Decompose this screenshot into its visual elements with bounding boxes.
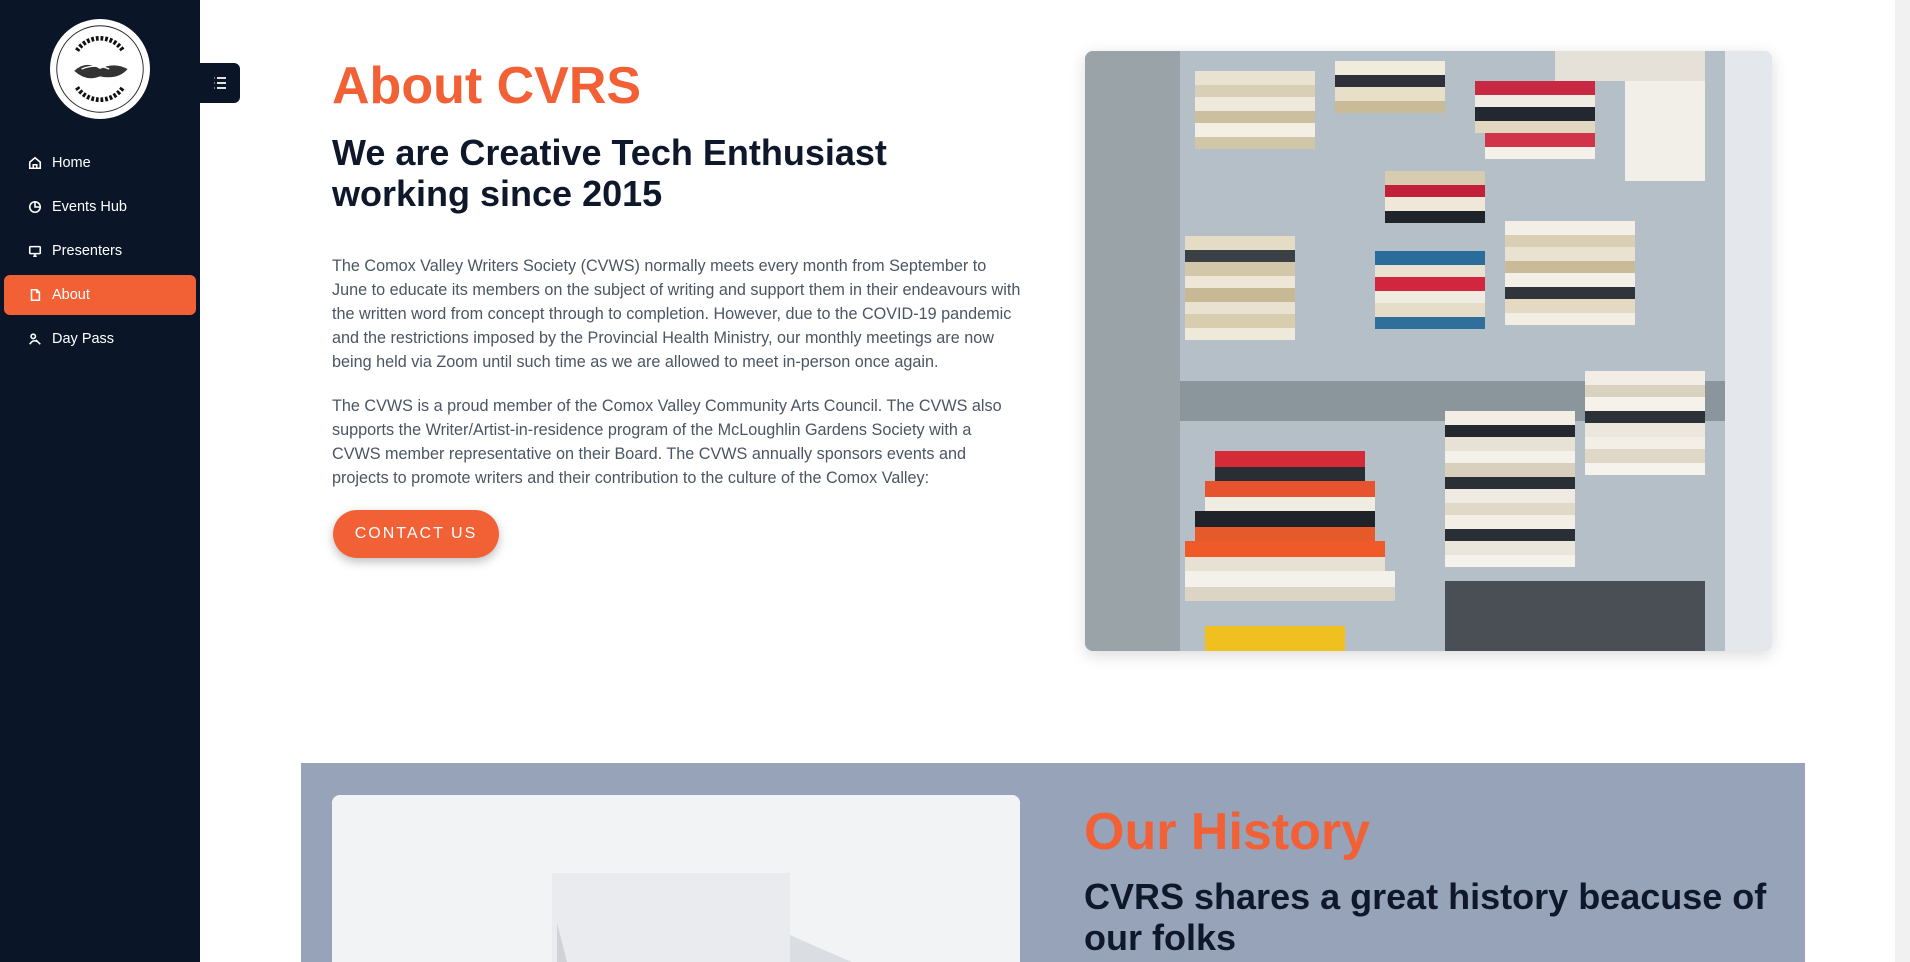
- page-scrollbar[interactable]: [1895, 0, 1910, 962]
- list-icon: [214, 77, 226, 89]
- sidebar-item-label: Day Pass: [52, 331, 115, 347]
- monitor-icon: [28, 244, 42, 258]
- about-paragraph: The Comox Valley Writers Society (CVWS) …: [332, 257, 1021, 371]
- pie-chart-icon: [28, 200, 42, 214]
- history-subtitle: CVRS shares a great history beacuse of o…: [1084, 876, 1767, 958]
- scrollbar-thumb[interactable]: [1897, 2, 1908, 942]
- contact-us-button[interactable]: CONTACT US: [333, 510, 499, 558]
- logo-emblem-icon: [56, 25, 144, 113]
- sidebar-item-presenters[interactable]: Presenters: [4, 231, 196, 271]
- books-image: [1085, 51, 1772, 651]
- ticket-icon: [28, 332, 42, 346]
- about-paragraph: The CVWS is a proud member of the Comox …: [332, 397, 1002, 487]
- document-icon: [28, 288, 42, 302]
- sidebar: Home Events Hub Presenters About Day Pas…: [0, 0, 200, 962]
- sidebar-item-label: Events Hub: [52, 199, 127, 215]
- sidebar-item-label: Home: [52, 155, 91, 171]
- sidebar-item-home[interactable]: Home: [4, 143, 196, 183]
- history-title: Our History: [1084, 803, 1371, 861]
- sidebar-nav: Home Events Hub Presenters About Day Pas…: [4, 143, 196, 363]
- history-image: [332, 795, 1020, 962]
- sidebar-toggle-button[interactable]: [200, 63, 240, 103]
- sidebar-item-label: About: [52, 287, 90, 303]
- site-logo[interactable]: [50, 19, 150, 119]
- sidebar-item-about[interactable]: About: [4, 275, 196, 315]
- home-icon: [28, 156, 42, 170]
- sidebar-item-events-hub[interactable]: Events Hub: [4, 187, 196, 227]
- sidebar-item-label: Presenters: [52, 243, 123, 259]
- about-subtitle: We are Creative Tech Enthusiast working …: [332, 132, 887, 214]
- about-title: About CVRS: [332, 57, 642, 115]
- sidebar-item-day-pass[interactable]: Day Pass: [4, 319, 196, 359]
